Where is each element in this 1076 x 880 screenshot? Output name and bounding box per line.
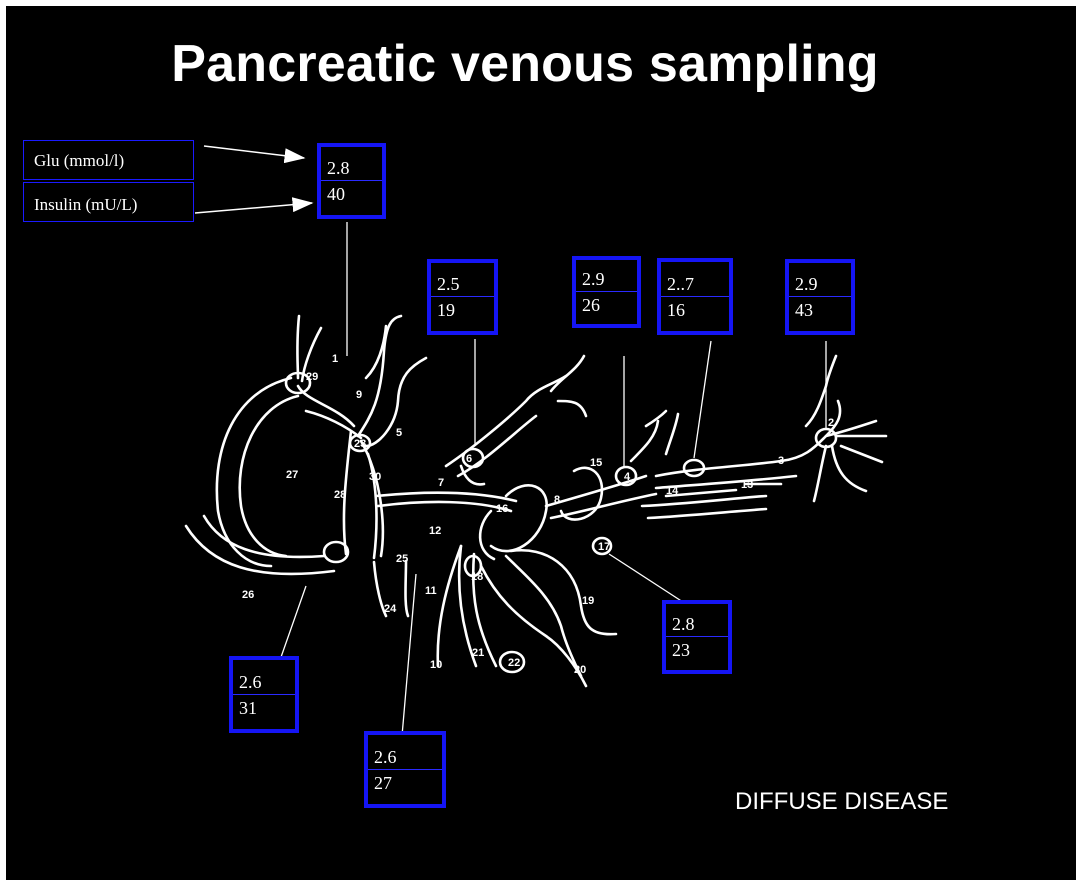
diagram-label-19: 19: [582, 595, 594, 607]
sample-box-8: 2.6 27: [364, 731, 446, 808]
sample-insulin: 40: [321, 181, 382, 215]
sample-box-2: 2.5 19: [427, 259, 498, 335]
diagram-label-22: 22: [508, 657, 520, 669]
diagram-label-2: 2: [828, 417, 834, 429]
sample-glucose: 2.8: [666, 604, 728, 637]
venous-anatomy-diagram: 1234567891011121314151617181920212223242…: [6, 6, 1076, 880]
diagram-label-23: 23: [354, 438, 366, 450]
insulin-legend-label: Insulin (mU/L): [23, 182, 194, 222]
sample-insulin: 26: [576, 292, 637, 324]
diagram-label-1: 1: [332, 353, 338, 365]
diagram-label-12: 12: [429, 525, 441, 537]
diagram-label-5: 5: [396, 427, 402, 439]
glucose-legend-label: Glu (mmol/l): [23, 140, 194, 180]
sample-glucose: 2.6: [233, 660, 295, 695]
diagram-label-13: 13: [741, 479, 753, 491]
sample-glucose: 2.9: [576, 260, 637, 292]
diagram-label-26: 26: [242, 589, 254, 601]
diagram-label-21: 21: [472, 647, 484, 659]
diagram-label-20: 20: [574, 664, 586, 676]
diagram-number-labels: 1234567891011121314151617181920212223242…: [242, 353, 834, 676]
diagram-label-30: 30: [369, 471, 381, 483]
sample-insulin: 27: [368, 770, 442, 805]
diagram-label-29: 29: [306, 371, 318, 383]
diagram-label-10: 10: [430, 659, 442, 671]
diagram-label-24: 24: [384, 603, 397, 615]
sample-glucose: 2.8: [321, 147, 382, 181]
diagram-label-4: 4: [624, 471, 631, 483]
diagram-label-27: 27: [286, 469, 298, 481]
diagram-label-17: 17: [598, 541, 610, 553]
sample-glucose: 2..7: [661, 262, 729, 297]
diagram-label-7: 7: [438, 477, 444, 489]
sample-box-3: 2.9 26: [572, 256, 641, 328]
sample-glucose: 2.5: [431, 263, 494, 297]
sample-box-7: 2.6 31: [229, 656, 299, 733]
diagram-label-11: 11: [425, 585, 437, 597]
sample-box-6: 2.8 23: [662, 600, 732, 674]
diagram-label-25: 25: [396, 553, 408, 565]
insulin-legend-text: Insulin (mU/L): [34, 195, 137, 214]
diagram-label-14: 14: [666, 485, 679, 497]
sample-insulin: 16: [661, 297, 729, 332]
glucose-pointer-arrow: [204, 146, 304, 158]
sample-insulin: 43: [789, 297, 851, 331]
insulin-pointer-arrow: [195, 203, 312, 213]
sample-insulin: 23: [666, 637, 728, 670]
diagram-label-18: 18: [471, 571, 483, 583]
glucose-legend-text: Glu (mmol/l): [34, 151, 124, 170]
diagram-label-9: 9: [356, 389, 362, 401]
diagram-label-28: 28: [334, 489, 346, 501]
sample-insulin: 19: [431, 297, 494, 331]
sample-glucose: 2.6: [368, 735, 442, 770]
diagnosis-note: DIFFUSE DISEASE: [735, 788, 948, 816]
diagram-label-15: 15: [590, 457, 602, 469]
diagram-label-8: 8: [554, 494, 560, 506]
sample-box-5: 2.9 43: [785, 259, 855, 335]
sample-glucose: 2.9: [789, 263, 851, 297]
sample-insulin: 31: [233, 695, 295, 730]
sample-box-4: 2..7 16: [657, 258, 733, 335]
slide: Pancreatic venous sampling: [6, 6, 1076, 880]
diagram-label-3: 3: [778, 455, 784, 467]
diagram-label-16: 16: [496, 503, 508, 515]
sample-box-1: 2.8 40: [317, 143, 386, 219]
diagram-label-6: 6: [466, 453, 472, 465]
